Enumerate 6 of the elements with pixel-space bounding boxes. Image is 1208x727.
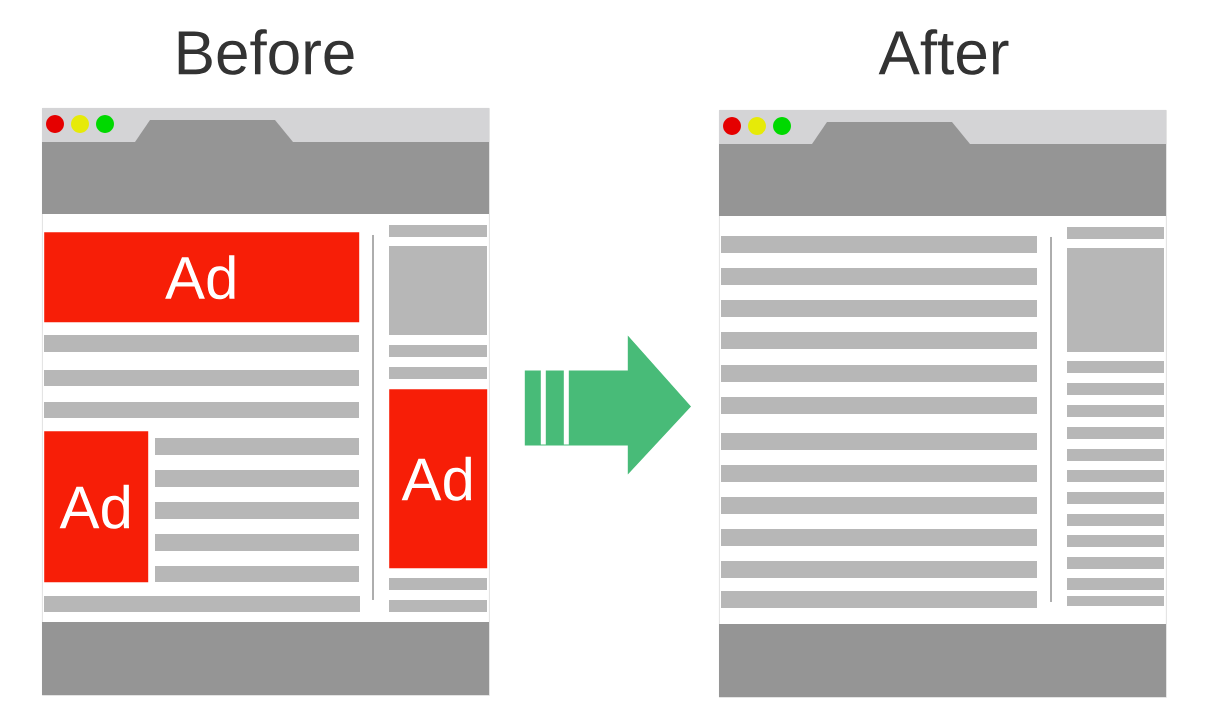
heading: After: [878, 29, 1009, 75]
arrow: [524, 335, 691, 475]
ad-box: Ad: [389, 389, 488, 569]
heading: Before: [178, 29, 354, 75]
ad-box: Ad: [44, 431, 149, 583]
ad-box: Ad: [44, 232, 360, 323]
